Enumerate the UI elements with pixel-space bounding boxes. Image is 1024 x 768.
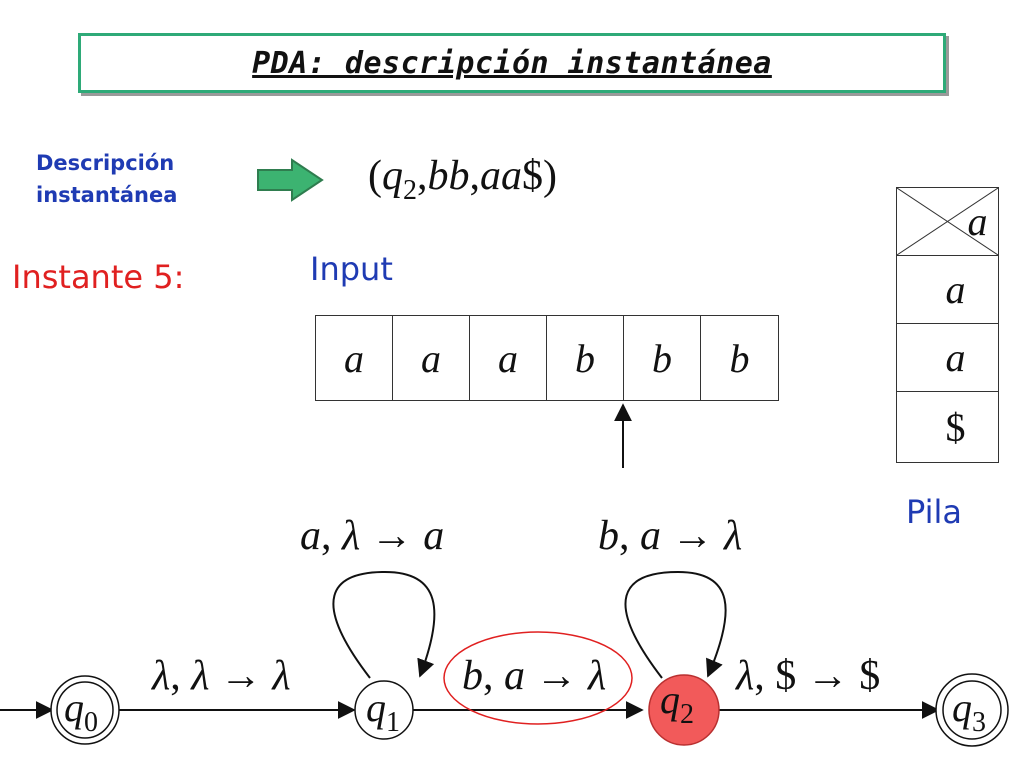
stack-symbol: a (945, 267, 966, 312)
stack-cell-popped: a (897, 188, 998, 256)
tape-cell: b (624, 316, 701, 400)
id-comma-1: , (417, 153, 428, 199)
arrow-symbol: → (806, 653, 849, 699)
state-name: q (64, 685, 84, 730)
transition-label-loop-q1: a, λ → a (300, 512, 444, 560)
loop-arrow-q2 (624, 570, 727, 679)
pointer-arrow-icon (257, 158, 324, 202)
state-label-q1: q1 (366, 684, 400, 739)
push-symbol: a (423, 513, 445, 559)
pop-symbol: a (640, 513, 661, 559)
tape-cell: a (393, 316, 470, 400)
cross-out-icon (897, 188, 998, 255)
description-label-line-1: Descripción (36, 151, 175, 175)
comma: , (754, 653, 765, 699)
stack-label: Pila (906, 493, 962, 531)
push-symbol: λ (588, 653, 607, 699)
state-sub: 0 (84, 707, 98, 738)
state-name: q (952, 685, 972, 730)
state-q2 (648, 674, 720, 746)
slide-title: PDA: descripción instantánea (252, 45, 772, 81)
stack-symbol: a (967, 199, 988, 244)
tape-cell: b (547, 316, 624, 400)
description-label: Descripción instantánea (36, 147, 246, 211)
state-q1 (354, 680, 414, 740)
input-label: Input (310, 250, 393, 288)
push-symbol: $ (859, 653, 881, 699)
stack: a a a $ (896, 187, 999, 463)
read-symbol: a (300, 513, 321, 559)
arrow-symbol: → (671, 513, 714, 559)
arrow-symbol: → (535, 653, 578, 699)
instant-description: (q2,bb,aa$) (368, 152, 557, 207)
state-q3 (935, 673, 1009, 747)
state-label-q3: q3 (952, 684, 986, 739)
title-box: PDA: descripción instantánea (78, 33, 946, 93)
stack-symbol: a (945, 335, 966, 380)
push-symbol: λ (272, 653, 291, 699)
transition-label-q1-q2: b, a → λ (462, 652, 606, 700)
state-q0 (50, 675, 120, 745)
state-sub: 3 (972, 707, 986, 738)
pop-symbol: $ (775, 653, 797, 699)
pop-symbol: λ (342, 513, 361, 559)
stack-cell: a (897, 256, 998, 324)
stack-cell: $ (897, 392, 998, 462)
transition-label-q0-q1: λ, λ → λ (152, 652, 291, 700)
arrow-symbol: → (370, 513, 413, 559)
id-input: bb (427, 153, 470, 199)
read-symbol: b (462, 653, 483, 699)
pop-symbol: λ (191, 653, 210, 699)
tape-cell: a (316, 316, 393, 400)
stack-cell: a (897, 324, 998, 392)
comma: , (170, 653, 181, 699)
transition-label-loop-q2: b, a → λ (598, 512, 742, 560)
pop-symbol: a (504, 653, 525, 699)
id-state-sub: 2 (403, 175, 417, 206)
input-tape: a a a b b b (315, 315, 779, 401)
comma: , (321, 513, 332, 559)
id-stack-end: $ (522, 153, 543, 199)
state-sub: 1 (386, 707, 400, 738)
read-symbol: b (598, 513, 619, 559)
tape-cell: b (729, 335, 750, 381)
id-close-paren: ) (543, 153, 557, 199)
comma: , (483, 653, 494, 699)
id-comma-2: , (469, 153, 481, 199)
highlight-ellipse (443, 631, 633, 725)
id-stack: aa (480, 153, 522, 199)
description-label-line-2: instantánea (36, 183, 178, 207)
push-symbol: λ (724, 513, 743, 559)
transition-label-q2-q3: λ, $ → $ (736, 652, 880, 700)
read-symbol: λ (736, 653, 755, 699)
id-open-paren: ( (368, 153, 382, 199)
arrow-symbol: → (219, 653, 262, 699)
instant-label: Instante 5: (12, 258, 185, 296)
state-name: q (660, 677, 680, 722)
state-sub: 2 (680, 699, 694, 730)
state-name: q (366, 685, 386, 730)
tape-cell: a (470, 316, 547, 400)
loop-arrow-q1 (332, 570, 436, 679)
read-symbol: λ (152, 653, 171, 699)
state-label-q0: q0 (64, 684, 98, 739)
id-state: q (382, 153, 403, 199)
comma: , (619, 513, 630, 559)
stack-symbol: $ (945, 404, 966, 450)
state-label-q2: q2 (660, 676, 694, 731)
